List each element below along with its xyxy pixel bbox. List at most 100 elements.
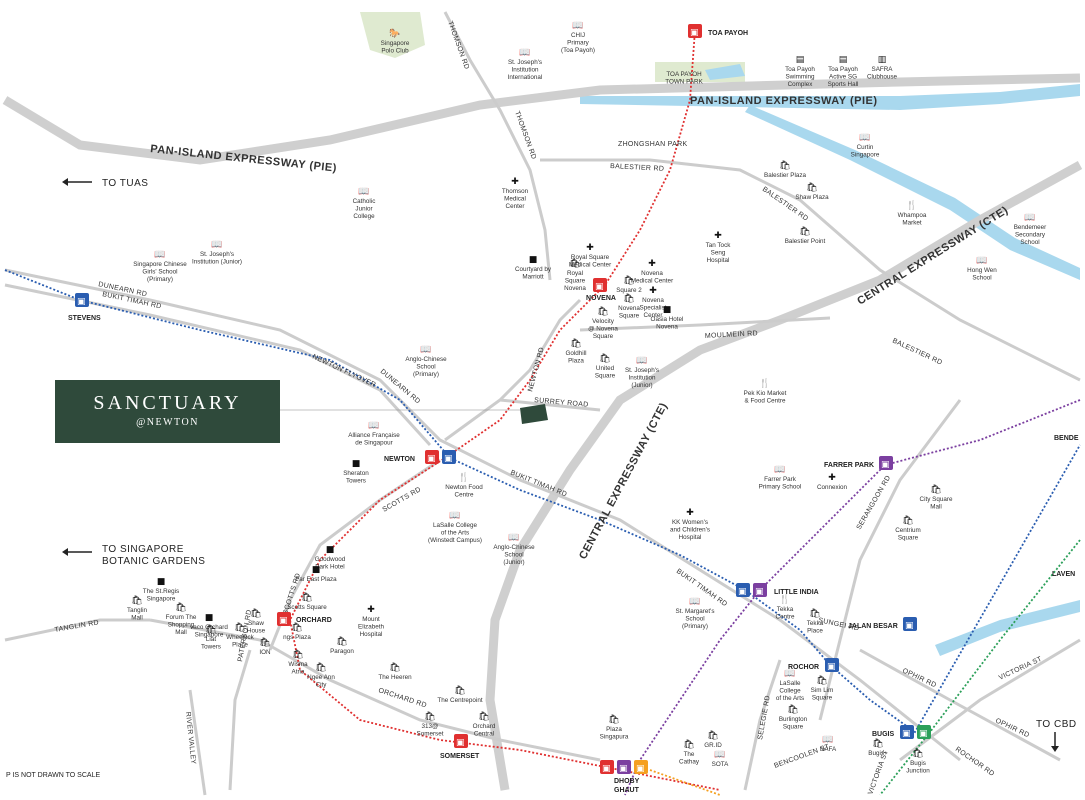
poi-label: Shopping bbox=[168, 622, 195, 629]
station-newton[interactable]: ▣▣ bbox=[425, 450, 456, 464]
poi-label: KK Women's bbox=[672, 519, 708, 526]
poi-53[interactable]: 🛍ngs Plaza bbox=[283, 622, 311, 641]
poi-74[interactable]: 🛍Bugis+ bbox=[868, 738, 888, 757]
poi-40[interactable]: ✚Connexion bbox=[817, 473, 848, 491]
station-somerset[interactable]: ▣ bbox=[454, 734, 468, 748]
svg-text:▣: ▣ bbox=[444, 454, 453, 464]
station-stevens[interactable]: ▣ bbox=[75, 293, 89, 307]
poi-label: LaSalle bbox=[779, 680, 801, 687]
poi-32[interactable]: 🍴Pek Kio Market& Food Centre bbox=[744, 377, 787, 405]
poi-label: Centre bbox=[455, 492, 474, 499]
poi-icon: 🛍 bbox=[478, 711, 489, 722]
poi-72[interactable]: 📖SOTA bbox=[712, 750, 729, 768]
station-toa-payoh[interactable]: ▣ bbox=[688, 24, 702, 38]
poi-71[interactable]: 🛍GR.ID bbox=[704, 730, 722, 749]
poi-label: Burlington bbox=[779, 716, 808, 723]
poi-52[interactable]: 🛍ION bbox=[259, 637, 271, 656]
poi-60[interactable]: 🛍The Centrepoint bbox=[437, 685, 482, 704]
station-novena[interactable]: ▣ bbox=[593, 278, 607, 292]
station-jalan-besar[interactable]: ▣ bbox=[903, 617, 917, 631]
poi-label: St. Joseph's bbox=[200, 251, 234, 258]
poi-54[interactable]: 🛍Scotts Square bbox=[287, 592, 327, 611]
poi-8[interactable]: 🛍Balestier Plaza bbox=[764, 160, 806, 179]
station-little-india[interactable]: ▣▣ bbox=[736, 583, 767, 597]
station-orchard[interactable]: ▣ bbox=[277, 612, 291, 626]
station-bugis[interactable]: ▣▣ bbox=[900, 725, 931, 739]
poi-73[interactable]: 📖NAFA bbox=[820, 735, 837, 753]
poi-59[interactable]: 🛍The Heeren bbox=[378, 662, 412, 681]
poi-44[interactable]: ■Far East Plaza bbox=[295, 565, 337, 583]
poi-56[interactable]: 🛍Paragon bbox=[330, 636, 354, 655]
poi-label: Mall bbox=[175, 629, 187, 636]
station-dhoby-ghaut[interactable]: ▣▣▣ bbox=[600, 760, 648, 774]
station-novena-label: NOVENA bbox=[586, 295, 616, 302]
balestier-road-label-3: BALESTIER RD bbox=[891, 337, 943, 366]
poi-61[interactable]: 🛍313@Somerset bbox=[417, 711, 444, 738]
station-rochor[interactable]: ▣ bbox=[825, 658, 839, 672]
poi-9[interactable]: 🛍Shaw Plaza bbox=[795, 182, 829, 201]
poi-21[interactable]: 🛍Balestier Point bbox=[785, 226, 826, 245]
poi-label: Sim Lim bbox=[811, 687, 834, 694]
poi-23[interactable]: 🛍Square 2 bbox=[616, 275, 642, 294]
station-farrer-park[interactable]: ▣ bbox=[879, 456, 893, 470]
